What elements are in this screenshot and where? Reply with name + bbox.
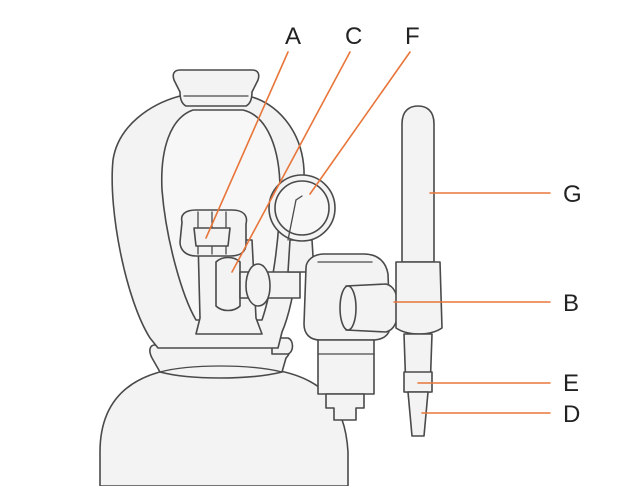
hose-nipple (403, 371, 433, 393)
regulator-lower-housing (317, 339, 375, 395)
outlet-connection-nut (215, 256, 241, 312)
outlet-tip (407, 391, 429, 437)
gauge-needle (287, 199, 297, 241)
leader-line-c (231, 51, 351, 273)
callout-label-g: G (563, 181, 582, 208)
callout-label-c: C (345, 23, 362, 50)
flowmeter-tube (401, 105, 435, 263)
valve-guard-top (172, 69, 260, 107)
regulator-outlet-fitting (325, 393, 365, 421)
flowmeter-collar (395, 261, 443, 335)
gas-cylinder-body (99, 369, 349, 486)
callout-label-f: F (405, 23, 420, 50)
callout-label-b: B (563, 290, 579, 317)
callout-label-d: D (563, 401, 580, 428)
leader-line-a (205, 51, 289, 239)
leader-lines (205, 51, 551, 414)
leader-line-f (309, 51, 411, 195)
callout-label-e: E (563, 370, 579, 397)
cylinder-collar (149, 344, 291, 379)
callout-label-a: A (285, 23, 301, 50)
pressure-gauge-face (274, 180, 330, 236)
